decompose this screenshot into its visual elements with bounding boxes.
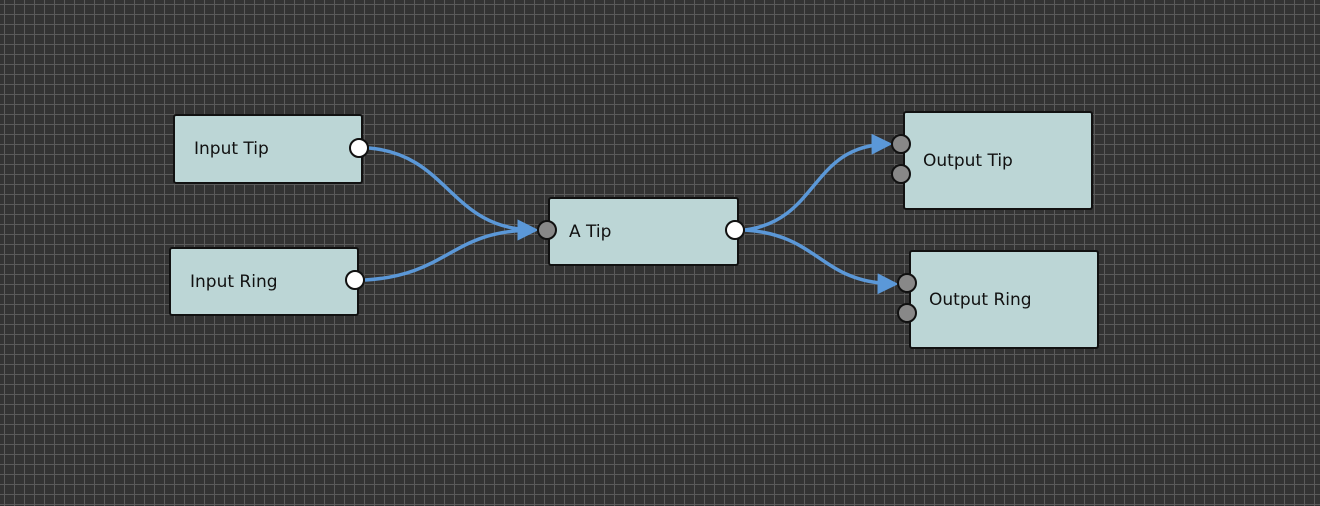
edge-input-tip-to-a-tip[interactable] [368, 146, 539, 241]
node-a-tip[interactable]: A Tip [548, 197, 739, 266]
input-port[interactable] [891, 164, 911, 184]
output-port[interactable] [349, 138, 369, 158]
node-input-tip[interactable]: Input Tip [173, 114, 363, 184]
output-port[interactable] [725, 220, 745, 240]
node-output-ring[interactable]: Output Ring [909, 250, 1099, 349]
edge-input-ring-to-a-tip[interactable] [364, 219, 539, 282]
node-label: Output Tip [923, 150, 1013, 171]
input-port[interactable] [897, 273, 917, 293]
node-label: Input Ring [190, 271, 278, 292]
output-port[interactable] [345, 270, 365, 290]
input-port[interactable] [537, 220, 557, 240]
node-label: Output Ring [929, 289, 1032, 310]
edge-a-tip-to-output-ring[interactable] [744, 228, 899, 295]
input-port[interactable] [897, 303, 917, 323]
node-label: A Tip [569, 221, 612, 242]
node-output-tip[interactable]: Output Tip [903, 111, 1093, 210]
node-label: Input Tip [194, 139, 269, 159]
node-input-ring[interactable]: Input Ring [169, 247, 359, 316]
input-port[interactable] [891, 134, 911, 154]
edge-a-tip-to-output-tip[interactable] [744, 133, 893, 232]
